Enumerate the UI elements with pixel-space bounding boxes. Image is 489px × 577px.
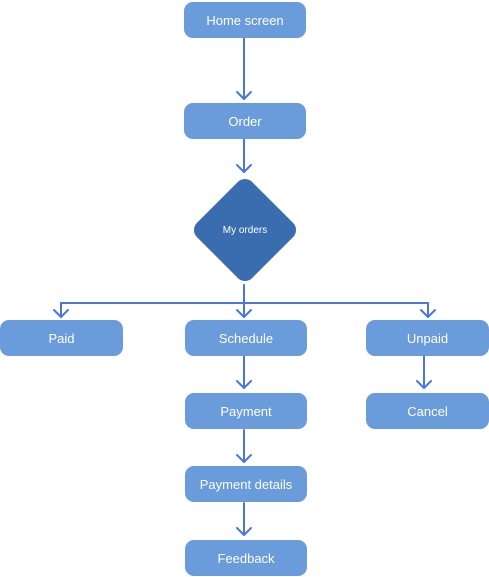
node-label: Unpaid	[406, 330, 449, 346]
node-payment-details: Payment details	[185, 466, 307, 502]
node-payment: Payment	[185, 393, 307, 429]
node-label: Order	[228, 113, 262, 129]
node-label: Payment	[220, 403, 272, 419]
node-label: Home screen	[206, 12, 284, 28]
node-label: Cancel	[407, 403, 448, 419]
node-label: Schedule	[218, 330, 274, 346]
node-order: Order	[184, 103, 306, 139]
node-schedule: Schedule	[185, 320, 307, 356]
node-cancel: Cancel	[366, 393, 489, 429]
node-label: Feedback	[217, 550, 275, 566]
node-label: Payment details	[199, 476, 293, 492]
decision-label: My orders	[222, 224, 268, 236]
node-label: Paid	[48, 330, 75, 346]
node-home-screen: Home screen	[184, 2, 306, 38]
node-unpaid: Unpaid	[366, 320, 489, 356]
node-paid: Paid	[0, 320, 123, 356]
node-feedback: Feedback	[185, 540, 307, 576]
decision-my-orders: My orders	[189, 174, 301, 286]
